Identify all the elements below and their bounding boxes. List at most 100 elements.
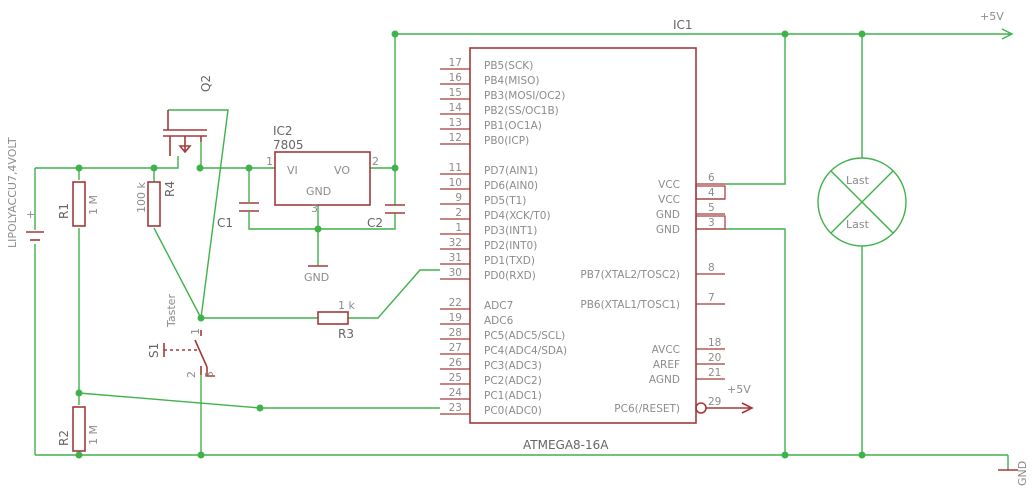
transistor-q2: Q2 — [163, 75, 213, 156]
junction-dot — [197, 314, 205, 322]
ic1-pin-name: PB1(OC1A) — [484, 120, 542, 132]
ic1-pin-number: 7 — [708, 292, 715, 304]
ic1-right-pins: 6VCC4VCC5GND3GND8PB7(XTAL2/TOSC2)7PB6(XT… — [580, 172, 726, 415]
q2-arrow — [178, 145, 192, 154]
ic1-pin-number: 3 — [708, 217, 715, 229]
ic1-pin-name: PB0(ICP) — [484, 135, 529, 147]
resistor-r1: R1 1 M — [57, 181, 100, 227]
r4-label: R4 — [163, 181, 177, 197]
ic1-pin-number: 27 — [449, 342, 462, 354]
ic1-pin-number: 19 — [449, 312, 462, 324]
ic1-pin-number: 12 — [449, 132, 462, 144]
wire-q2-gate — [168, 109, 229, 319]
r2-value: 1 M — [87, 425, 100, 445]
junction-dot — [781, 30, 789, 38]
reset-supply-label: +5V — [727, 383, 751, 396]
ic1-pin-name: PB2(SS/OC1B) — [484, 105, 559, 117]
gnd-symbol-regulator: GND — [304, 265, 329, 284]
gnd-label-regulator: GND — [304, 271, 329, 284]
ic1-type-label: ATMEGA8-16A — [523, 438, 609, 452]
load-label-bottom: Last — [846, 218, 870, 231]
ic1-pin-name: PC5(ADC5/SCL) — [484, 330, 565, 342]
wire-r4-diagonal — [153, 227, 202, 319]
ic2-regulator: IC2 7805 VI VO GND 1 2 3 — [266, 124, 379, 215]
wires — [34, 33, 1009, 470]
junction-dot — [196, 164, 204, 172]
junctions — [75, 30, 866, 459]
ic1-pin-number: 28 — [449, 327, 462, 339]
s1-lever — [194, 339, 208, 368]
ic1-body — [469, 47, 697, 424]
ic1-pin-name: PC4(ADC4/SDA) — [484, 345, 567, 357]
ic2-gnd-label: GND — [306, 185, 331, 198]
ic1-pin-number: 4 — [708, 187, 715, 199]
ic1-pin-number: 13 — [449, 117, 462, 129]
q2-drain-source — [169, 136, 202, 156]
junction-dot — [314, 225, 322, 233]
r3-label: R3 — [338, 327, 354, 341]
ic2-vo-label: VO — [334, 164, 350, 177]
ic1-pin-number: 6 — [708, 172, 715, 184]
ic1-pin-name: PB7(XTAL2/TOSC2) — [580, 269, 680, 281]
ic1-pin-name: PC2(ADC2) — [484, 375, 542, 387]
ic1-pin-name: PB4(MISO) — [484, 75, 540, 87]
ic1-pin-number: 16 — [449, 72, 463, 84]
q2-label: Q2 — [199, 75, 213, 92]
wire-gnd-bus-caps — [248, 213, 396, 230]
ic1-pin-number: 30 — [449, 267, 462, 279]
capacitor-c1: C1 — [217, 200, 259, 230]
junction-dot — [391, 164, 399, 172]
ic1-pin-name: AREF — [653, 359, 680, 371]
ic1-pin-name: AGND — [649, 374, 680, 386]
supply-5v-arrow — [995, 28, 1014, 40]
r2-body — [72, 406, 86, 452]
supply-5v-label: +5V — [980, 10, 1004, 23]
ic1-pin-number: 21 — [708, 367, 721, 379]
wire-gnd-to-ic — [725, 228, 786, 455]
ic1-pin-number: 2 — [455, 207, 462, 219]
ic1-pin-name: PD0(RXD) — [484, 270, 536, 282]
junction-dot — [858, 30, 866, 38]
ic1-pin3-box — [695, 215, 726, 230]
reset-inversion-bubble — [695, 402, 707, 414]
junction-dot — [245, 164, 253, 172]
ic1-pin-number: 9 — [455, 192, 462, 204]
ic1-pin-name: ADC6 — [484, 315, 514, 327]
r4-value: 100 k — [135, 182, 148, 213]
junction-dot — [197, 451, 205, 459]
r2-label: R2 — [57, 430, 71, 446]
junction-dot — [75, 164, 83, 172]
ic2-vi-label: VI — [287, 164, 298, 177]
ic2-value: 7805 — [273, 138, 304, 152]
ic1-pin-name: AVCC — [652, 344, 680, 356]
battery-lipo: + LIPOLYACCU7,4VOLT — [6, 137, 44, 248]
ic2-body — [274, 151, 371, 206]
r4-body — [147, 181, 161, 227]
ic1-pin-name: VCC — [658, 194, 680, 206]
ic1-pin-name: PB3(MOSI/OC2) — [484, 90, 565, 102]
load-label-top: Last — [846, 174, 870, 187]
ic1-pin-name: PC0(ADC0) — [484, 405, 542, 417]
c2-label: C2 — [367, 216, 383, 230]
ic1-pin-number: 26 — [449, 357, 463, 369]
ic1-pin-name: VCC — [658, 179, 680, 191]
ic1-pin-number: 18 — [708, 337, 721, 349]
ic1-pin4-box — [695, 185, 726, 200]
load-circle — [817, 157, 907, 247]
ic1-pin-name: PD6(AIN0) — [484, 180, 538, 192]
load-lamp: Last Last — [817, 157, 907, 247]
wire-battery-top — [35, 156, 179, 169]
ic1-pin-number: 20 — [708, 352, 721, 364]
c2-plates — [385, 204, 405, 214]
r1-body — [72, 181, 86, 227]
ic1-pin-name: PD1(TXD) — [484, 255, 535, 267]
junction-dot — [781, 451, 789, 459]
ic2-pin2: 2 — [372, 155, 379, 168]
ic1-pin-name: PC6(/RESET) — [614, 403, 680, 415]
ic1-pin-number: 32 — [449, 237, 462, 249]
ic1-pin-number: 24 — [449, 387, 463, 399]
ic1-pin-number: 8 — [708, 262, 715, 274]
